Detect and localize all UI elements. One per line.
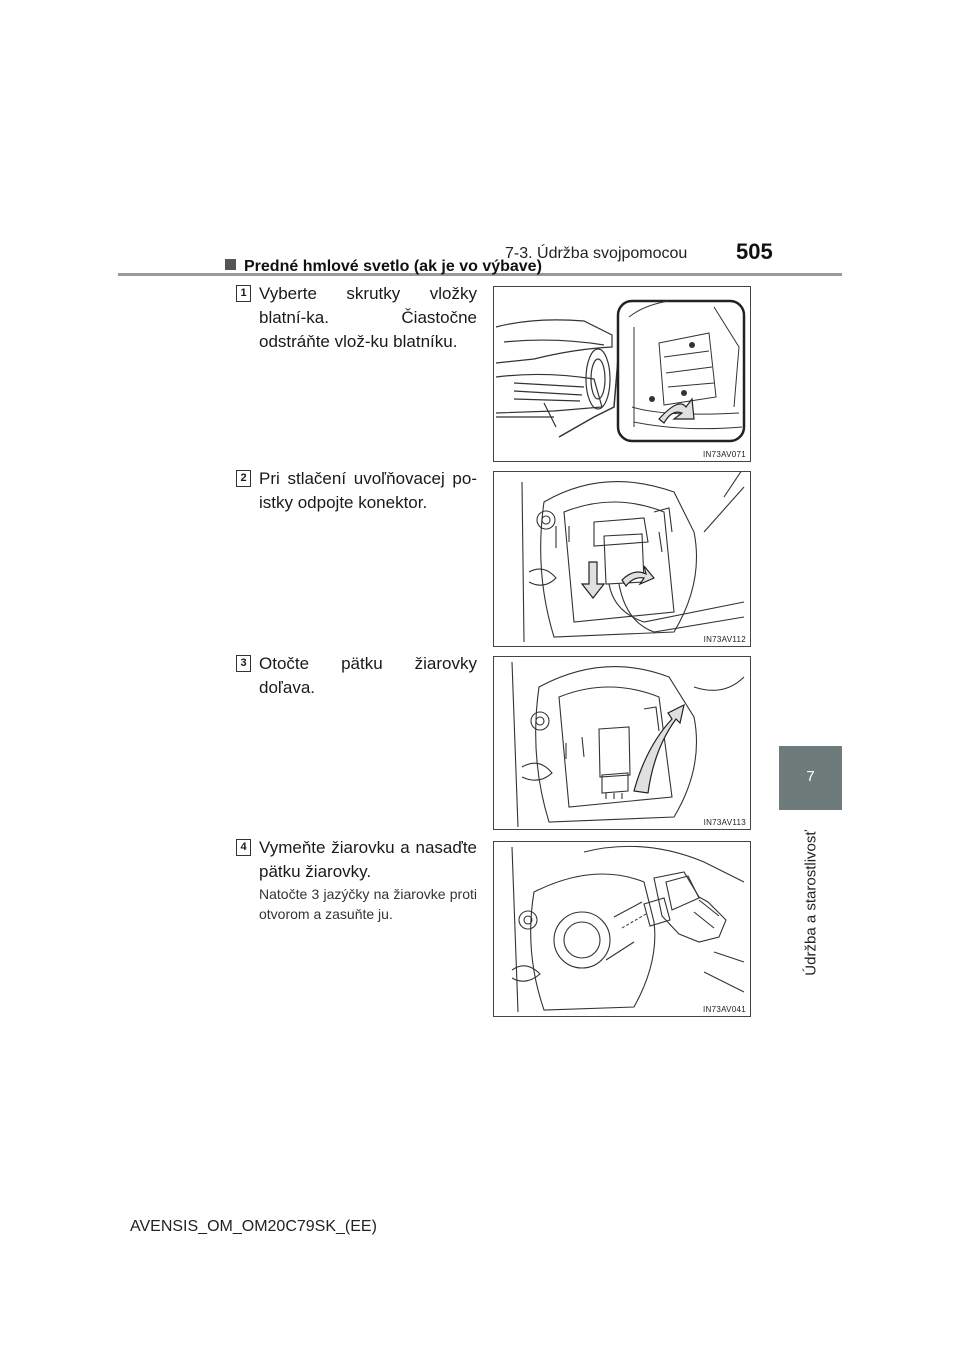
- bulb-base-rotate-illustration: [511, 661, 745, 828]
- heading-square-icon: [225, 259, 236, 270]
- step-number-4: 4: [236, 839, 251, 856]
- section-heading: Predné hmlové svetlo (ak je vo výbave): [225, 258, 542, 276]
- figure-code-1: IN73AV071: [702, 450, 746, 459]
- figure-step-2: IN73AV112: [493, 471, 751, 647]
- figure-step-1: IN73AV071: [493, 286, 751, 462]
- page-number: 505: [736, 239, 773, 264]
- header-rule: [118, 273, 842, 276]
- step-text-1: Vyberte skrutky vložky blatní-ka. Čiasto…: [259, 284, 477, 351]
- figure-step-4: IN73AV041: [493, 841, 751, 1017]
- section-heading-text: Predné hmlové svetlo (ak je vo výbave): [244, 258, 542, 275]
- bulb-replace-illustration: [511, 845, 745, 1013]
- chapter-side-label-container: Údržba a starostlivosť: [779, 810, 842, 1070]
- chapter-tab: 7: [779, 746, 842, 810]
- figure-code-2: IN73AV112: [703, 635, 746, 644]
- step-text-2: Pri stlačení uvoľňovacej po-istky odpojt…: [259, 469, 477, 512]
- step-number-1: 1: [236, 285, 251, 302]
- figure-code-4: IN73AV041: [702, 1005, 746, 1014]
- connector-illustration: [521, 472, 745, 643]
- step-text-4: Vymeňte žiarovku a nasaďte pätku žiarovk…: [259, 838, 477, 881]
- figure-code-3: IN73AV113: [703, 818, 746, 827]
- chapter-number: 7: [806, 768, 815, 785]
- header-section-title: 7-3. Údržba svojpomocou: [505, 245, 688, 262]
- step-note-4: Natočte 3 jazýčky na žiarovke proti otvo…: [259, 886, 477, 922]
- step-number-3: 3: [236, 655, 251, 672]
- footer-document-id: AVENSIS_OM_OM20C79SK_(EE): [130, 1218, 377, 1235]
- fender-liner-illustration: [495, 299, 746, 443]
- figure-step-3: IN73AV113: [493, 656, 751, 830]
- step-text-3: Otočte pätku žiarovky doľava.: [259, 654, 477, 697]
- chapter-title: Údržba a starostlivosť: [802, 830, 819, 976]
- step-number-2: 2: [236, 470, 251, 487]
